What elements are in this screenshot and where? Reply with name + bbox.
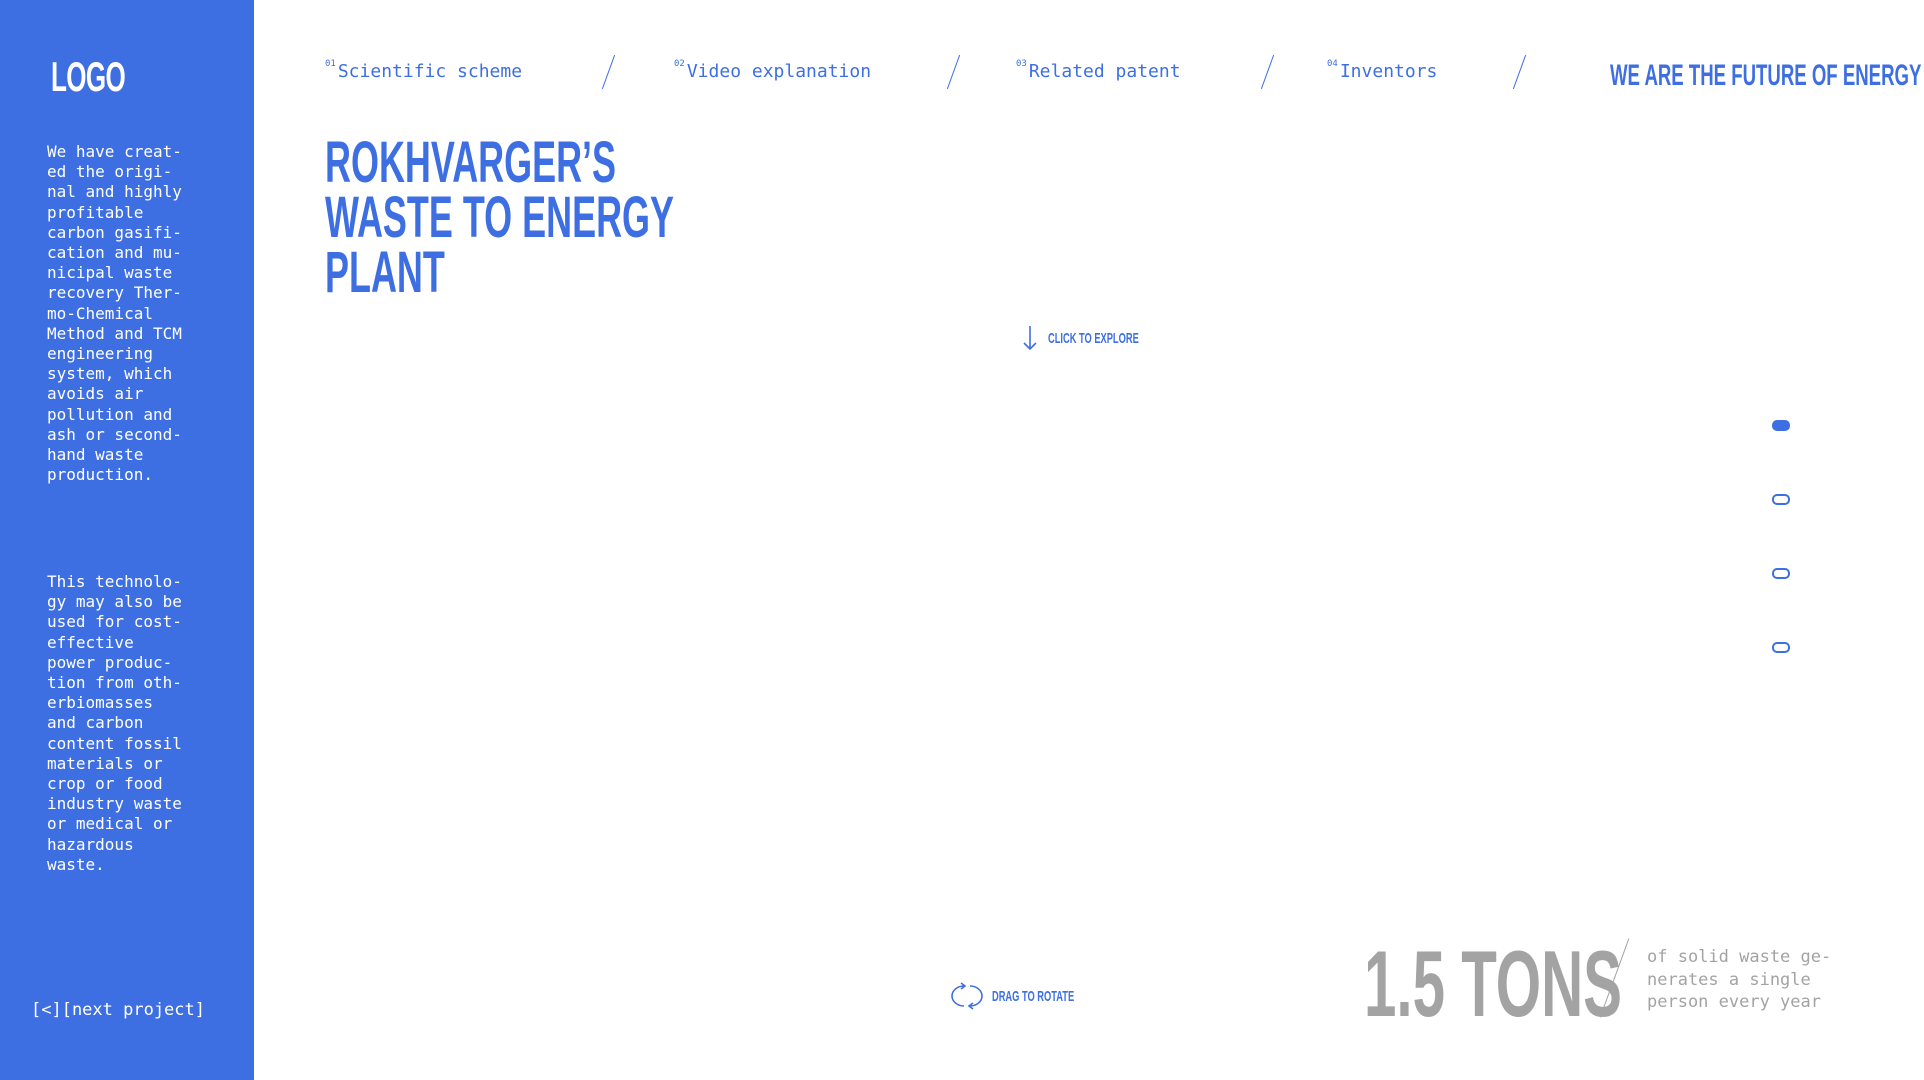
nav-label: Related patent <box>1028 61 1181 82</box>
nav-number: 02 <box>674 59 685 69</box>
nav-label: Scientific scheme <box>337 61 523 82</box>
nav-number: 01 <box>325 59 336 69</box>
logo[interactable]: LOGO <box>51 53 126 100</box>
nav-divider <box>601 54 616 90</box>
title-line: WASTE TO ENERGY <box>325 185 675 250</box>
rotate-label: DRAG TO ROTATE <box>992 987 1075 1005</box>
nav-divider <box>1260 54 1275 90</box>
click-to-explore-button[interactable]: CLICK TO EXPLORE <box>1022 325 1194 351</box>
technology-paragraph: This technolo- gy may also be used for c… <box>47 572 182 874</box>
sidebar: LOGO We have creat- ed the origi- nal an… <box>0 0 254 1080</box>
pager-dot-4[interactable] <box>1772 642 1790 653</box>
tagline: WE ARE THE FUTURE OF ENERGY <box>1610 59 1922 92</box>
nav-number: 04 <box>1327 59 1338 69</box>
nav-label: Inventors <box>1339 61 1438 82</box>
next-project-link[interactable]: [<][next project] <box>31 1000 205 1020</box>
title-line: ROKHVARGER’S <box>325 130 617 195</box>
rotate-icon <box>951 982 983 1010</box>
page-title: ROKHVARGER’S WASTE TO ENERGY PLANT <box>325 130 888 305</box>
nav-divider <box>1512 54 1527 90</box>
nav-number: 03 <box>1016 59 1027 69</box>
nav-divider <box>946 54 961 90</box>
intro-paragraph: We have creat- ed the origi- nal and hig… <box>47 142 182 485</box>
title-line: PLANT <box>325 240 445 305</box>
stat-caption: of solid waste ge- nerates a single pers… <box>1647 947 1832 1012</box>
nav-label: Video explanation <box>686 61 872 82</box>
explore-label: CLICK TO EXPLORE <box>1048 329 1139 347</box>
pager-dot-1[interactable] <box>1772 420 1790 431</box>
drag-to-rotate-hint[interactable]: DRAG TO ROTATE <box>950 982 1125 1010</box>
pager-dot-3[interactable] <box>1772 568 1790 579</box>
pager-dot-2[interactable] <box>1772 494 1790 505</box>
arrow-down-icon <box>1023 326 1037 351</box>
stat-value: 1.5 TONS <box>1364 931 1623 1036</box>
section-pager <box>1772 420 1790 716</box>
